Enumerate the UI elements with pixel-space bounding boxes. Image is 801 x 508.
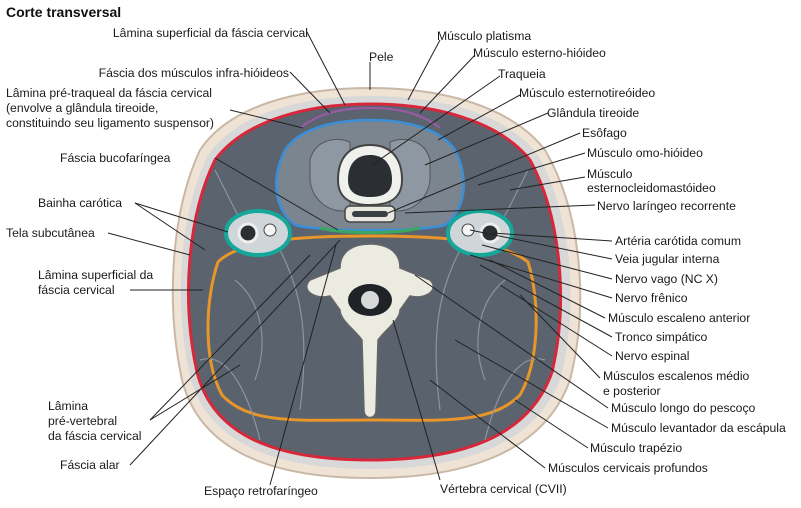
label-bainha-carotica: Bainha carótica: [38, 196, 123, 210]
label-lamina-sup-left-1: Lâmina superficial da: [38, 268, 154, 282]
label-escalenos-1: Músculos escalenos médio: [603, 369, 750, 383]
label-glandula-tireoide: Glândula tireoide: [547, 106, 640, 120]
label-pre-vertebral-2: pré-vertebral: [48, 414, 118, 428]
label-cervicais-profundos: Músculos cervicais profundos: [548, 461, 708, 475]
label-pele: Pele: [369, 50, 394, 64]
leader-lines: [107, 31, 613, 486]
cervical-vertebra: [306, 243, 434, 419]
label-esofago: Esôfago: [582, 126, 627, 140]
label-tela-subcutanea: Tela subcutânea: [6, 226, 95, 240]
label-pre-traqueal-2: (envolve a glândula tireoide,: [6, 101, 159, 115]
label-espaco-retrofaringeo: Espaço retrofaríngeo: [204, 484, 318, 498]
label-lamina-superficial-top: Lâmina superficial da fáscia cervical: [112, 26, 308, 40]
label-musculo-platisma: Músculo platisma: [437, 29, 532, 43]
label-trapezio: Músculo trapézio: [590, 441, 683, 455]
label-arteria-carotida: Artéria carótida comum: [615, 234, 741, 248]
label-nervo-espinal: Nervo espinal: [615, 349, 690, 363]
infrahyoid-fascia-purple: [299, 106, 441, 129]
label-escaleno-anterior: Músculo escaleno anterior: [608, 311, 751, 325]
label-nervo-laringeo: Nervo laríngeo recorrente: [597, 199, 736, 213]
figure-title: Corte transversal: [6, 4, 122, 20]
label-pre-vertebral-3: da fáscia cervical: [48, 429, 142, 443]
label-fascia-alar: Fáscia alar: [60, 458, 120, 472]
label-tronco-simpatico: Tronco simpático: [615, 330, 708, 344]
label-omo-hioideo: Músculo omo-hióideo: [587, 146, 703, 160]
label-esterno-hioideo: Músculo esterno-hióideo: [473, 46, 606, 60]
label-nervo-vago: Nervo vago (NC X): [615, 272, 718, 286]
label-pre-vertebral-1: Lâmina: [48, 399, 88, 413]
label-vertebra: Vértebra cervical (CVII): [440, 482, 567, 496]
buccopharyngeal-fascia-green: [319, 226, 421, 234]
label-veia-jugular: Veia jugular interna: [615, 252, 720, 266]
label-fascia-bucofaringea: Fáscia bucofaríngea: [60, 151, 171, 165]
label-pre-traqueal-3: constituindo seu ligamento suspensor): [6, 116, 214, 130]
label-pre-traqueal-1: Lâmina pré-traqueal da fáscia cervical: [6, 86, 212, 100]
label-scm-1: Músculo: [587, 167, 633, 181]
label-nervo-frenico: Nervo frênico: [615, 291, 688, 305]
label-levantador: Músculo levantador da escápula: [611, 421, 786, 435]
label-lamina-sup-left-2: fáscia cervical: [38, 283, 115, 297]
label-longo-pescoco: Músculo longo do pescoço: [611, 401, 756, 415]
label-esternotireoideo: Músculo esternotireóideo: [519, 86, 656, 100]
label-fascia-infra-hioideos: Fáscia dos músculos infra-hióideos: [98, 66, 289, 80]
label-traqueia: Traqueia: [498, 67, 546, 81]
label-scm-2: esternocleidomastóideo: [587, 181, 716, 195]
label-escalenos-2: e posterior: [603, 384, 661, 398]
